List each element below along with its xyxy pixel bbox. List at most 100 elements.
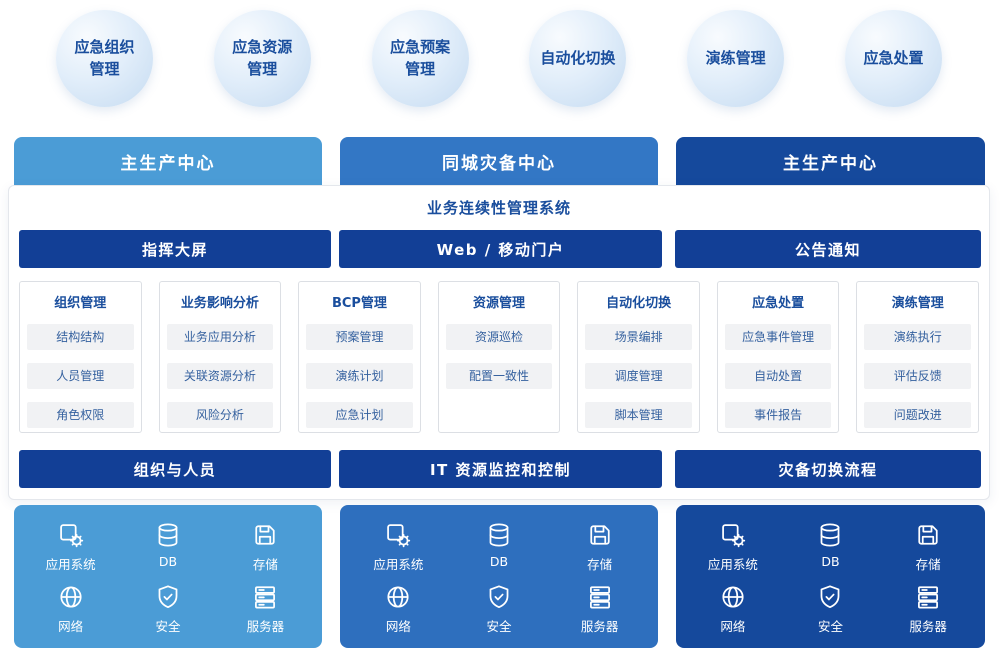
module-item: 问题改进 xyxy=(864,402,972,428)
infra-item-security: 安全 xyxy=(119,583,216,635)
server-icon xyxy=(251,583,279,611)
module-item: 预案管理 xyxy=(306,324,413,350)
infra-item-storage: 存储 xyxy=(879,521,977,573)
module-item: 配置一致性 xyxy=(445,363,553,389)
module-item: 事件报告 xyxy=(724,402,832,428)
module-item: 角色权限 xyxy=(27,402,134,428)
infra-item-server: 服务器 xyxy=(879,583,977,635)
infra-item-database: DB xyxy=(782,521,880,573)
infra-item-server: 服务器 xyxy=(217,583,314,635)
portal-command-screen: 指挥大屏 xyxy=(19,230,331,268)
module-item: 场景编排 xyxy=(585,324,692,350)
infra-item-database: DB xyxy=(449,521,550,573)
module-title: 业务影响分析 xyxy=(180,296,259,311)
network-icon xyxy=(719,583,747,611)
capability-label: 应急处置 xyxy=(863,48,924,67)
module-item: 演练执行 xyxy=(864,324,972,350)
infra-label: 应用系统 xyxy=(45,557,96,572)
portal-label: 公告通知 xyxy=(794,240,861,259)
module-bcp-management: BCP管理 预案管理 演练计划 应急计划 xyxy=(298,281,421,433)
infra-item-storage: 存储 xyxy=(217,521,314,573)
module-item: 业务应用分析 xyxy=(166,324,274,350)
storage-icon xyxy=(914,521,942,549)
module-item: 脚本管理 xyxy=(585,402,692,428)
infra-item-app-system: 应用系统 xyxy=(348,521,449,573)
infra-item-network: 网络 xyxy=(22,583,119,635)
capability-drill-management: 演练管理 xyxy=(687,10,785,107)
module-item: 关联资源分析 xyxy=(166,363,274,389)
infra-label: 网络 xyxy=(385,619,411,634)
infra-item-server: 服务器 xyxy=(549,583,650,635)
infra-panel-same-city-dr: 应用系统 DB 存储 网络 安全 服务器 xyxy=(340,505,658,648)
infra-label: 存储 xyxy=(252,557,278,572)
app-system-icon xyxy=(719,521,747,549)
module-resource-management: 资源管理 资源巡检 配置一致性 xyxy=(437,281,561,433)
infra-item-app-system: 应用系统 xyxy=(22,521,119,573)
module-item: 结构结构 xyxy=(27,324,134,350)
center-bar-primary-production-left: 主生产中心 xyxy=(14,137,322,185)
system-title: 业务连续性管理系统 xyxy=(426,199,571,217)
module-emergency-response: 应急处置 应急事件管理 自动处置 事件报告 xyxy=(716,281,840,433)
security-icon xyxy=(816,583,844,611)
module-title: 自动化切换 xyxy=(606,296,672,311)
infra-item-database: DB xyxy=(119,521,216,573)
infra-label: 安全 xyxy=(817,619,843,634)
foundation-org-personnel: 组织与人员 xyxy=(19,450,331,488)
foundation-it-resource-monitoring: IT 资源监控和控制 xyxy=(339,450,662,488)
infra-label: 存储 xyxy=(915,557,941,572)
center-bar-primary-production-right: 主生产中心 xyxy=(676,137,985,185)
module-item: 风险分析 xyxy=(166,402,274,428)
center-bar-same-city-dr: 同城灾备中心 xyxy=(340,137,658,185)
infra-panel-primary-production-left: 应用系统 DB 存储 网络 安全 服务器 xyxy=(14,505,322,648)
center-bar-label: 同城灾备中心 xyxy=(442,153,556,174)
security-icon xyxy=(154,583,182,611)
infra-label: 服务器 xyxy=(246,619,285,634)
database-icon xyxy=(485,521,513,549)
infra-label: 应用系统 xyxy=(707,557,758,572)
center-bar-label: 主生产中心 xyxy=(120,153,216,174)
infra-label: 网络 xyxy=(58,619,84,634)
infra-item-network: 网络 xyxy=(348,583,449,635)
module-item: 应急计划 xyxy=(306,402,413,428)
capability-emergency-plan-management: 应急预案 管理 xyxy=(371,10,469,107)
module-title: 资源管理 xyxy=(473,296,526,311)
infra-label: DB xyxy=(158,554,178,569)
database-icon xyxy=(154,521,182,549)
center-bar-label: 主生产中心 xyxy=(783,153,878,174)
capability-emergency-response: 应急处置 xyxy=(844,10,942,107)
capability-label: 自动化切换 xyxy=(540,48,616,67)
portal-announcements: 公告通知 xyxy=(675,230,981,268)
module-title: BCP管理 xyxy=(331,296,387,311)
module-item: 资源巡检 xyxy=(445,324,553,350)
portal-label: 指挥大屏 xyxy=(141,240,208,259)
infra-item-network: 网络 xyxy=(684,583,782,635)
storage-icon xyxy=(251,521,279,549)
infra-item-app-system: 应用系统 xyxy=(684,521,782,573)
portal-web-mobile: Web / 移动门户 xyxy=(339,230,662,268)
module-item: 评估反馈 xyxy=(864,363,972,389)
module-title: 演练管理 xyxy=(891,296,944,311)
app-system-icon xyxy=(57,521,85,549)
infra-label: 存储 xyxy=(587,557,613,572)
module-title: 组织管理 xyxy=(54,296,107,311)
network-icon xyxy=(57,583,85,611)
foundation-label: IT 资源监控和控制 xyxy=(429,460,572,479)
module-item: 演练计划 xyxy=(306,363,413,389)
storage-icon xyxy=(586,521,614,549)
infra-label: 安全 xyxy=(486,619,512,634)
module-title: 应急处置 xyxy=(752,296,805,311)
server-icon xyxy=(586,583,614,611)
module-business-impact-analysis: 业务影响分析 业务应用分析 关联资源分析 风险分析 xyxy=(158,281,282,433)
infra-label: 服务器 xyxy=(909,619,947,634)
infra-item-security: 安全 xyxy=(449,583,550,635)
capability-label: 应急预案 管理 xyxy=(390,37,451,78)
module-drill-management: 演练管理 演练执行 评估反馈 问题改进 xyxy=(856,281,980,433)
infra-item-storage: 存储 xyxy=(549,521,650,573)
infra-label: 网络 xyxy=(720,619,746,634)
module-item: 人员管理 xyxy=(27,363,134,389)
infra-panel-primary-production-right: 应用系统 DB 存储 网络 安全 服务器 xyxy=(676,505,985,648)
module-automated-switching: 自动化切换 场景编排 调度管理 脚本管理 xyxy=(577,281,700,433)
bcm-system-panel: 业务连续性管理系统 指挥大屏 Web / 移动门户 公告通知 组织管理 结构结构… xyxy=(8,185,990,500)
capability-label: 应急资源 管理 xyxy=(232,37,293,78)
